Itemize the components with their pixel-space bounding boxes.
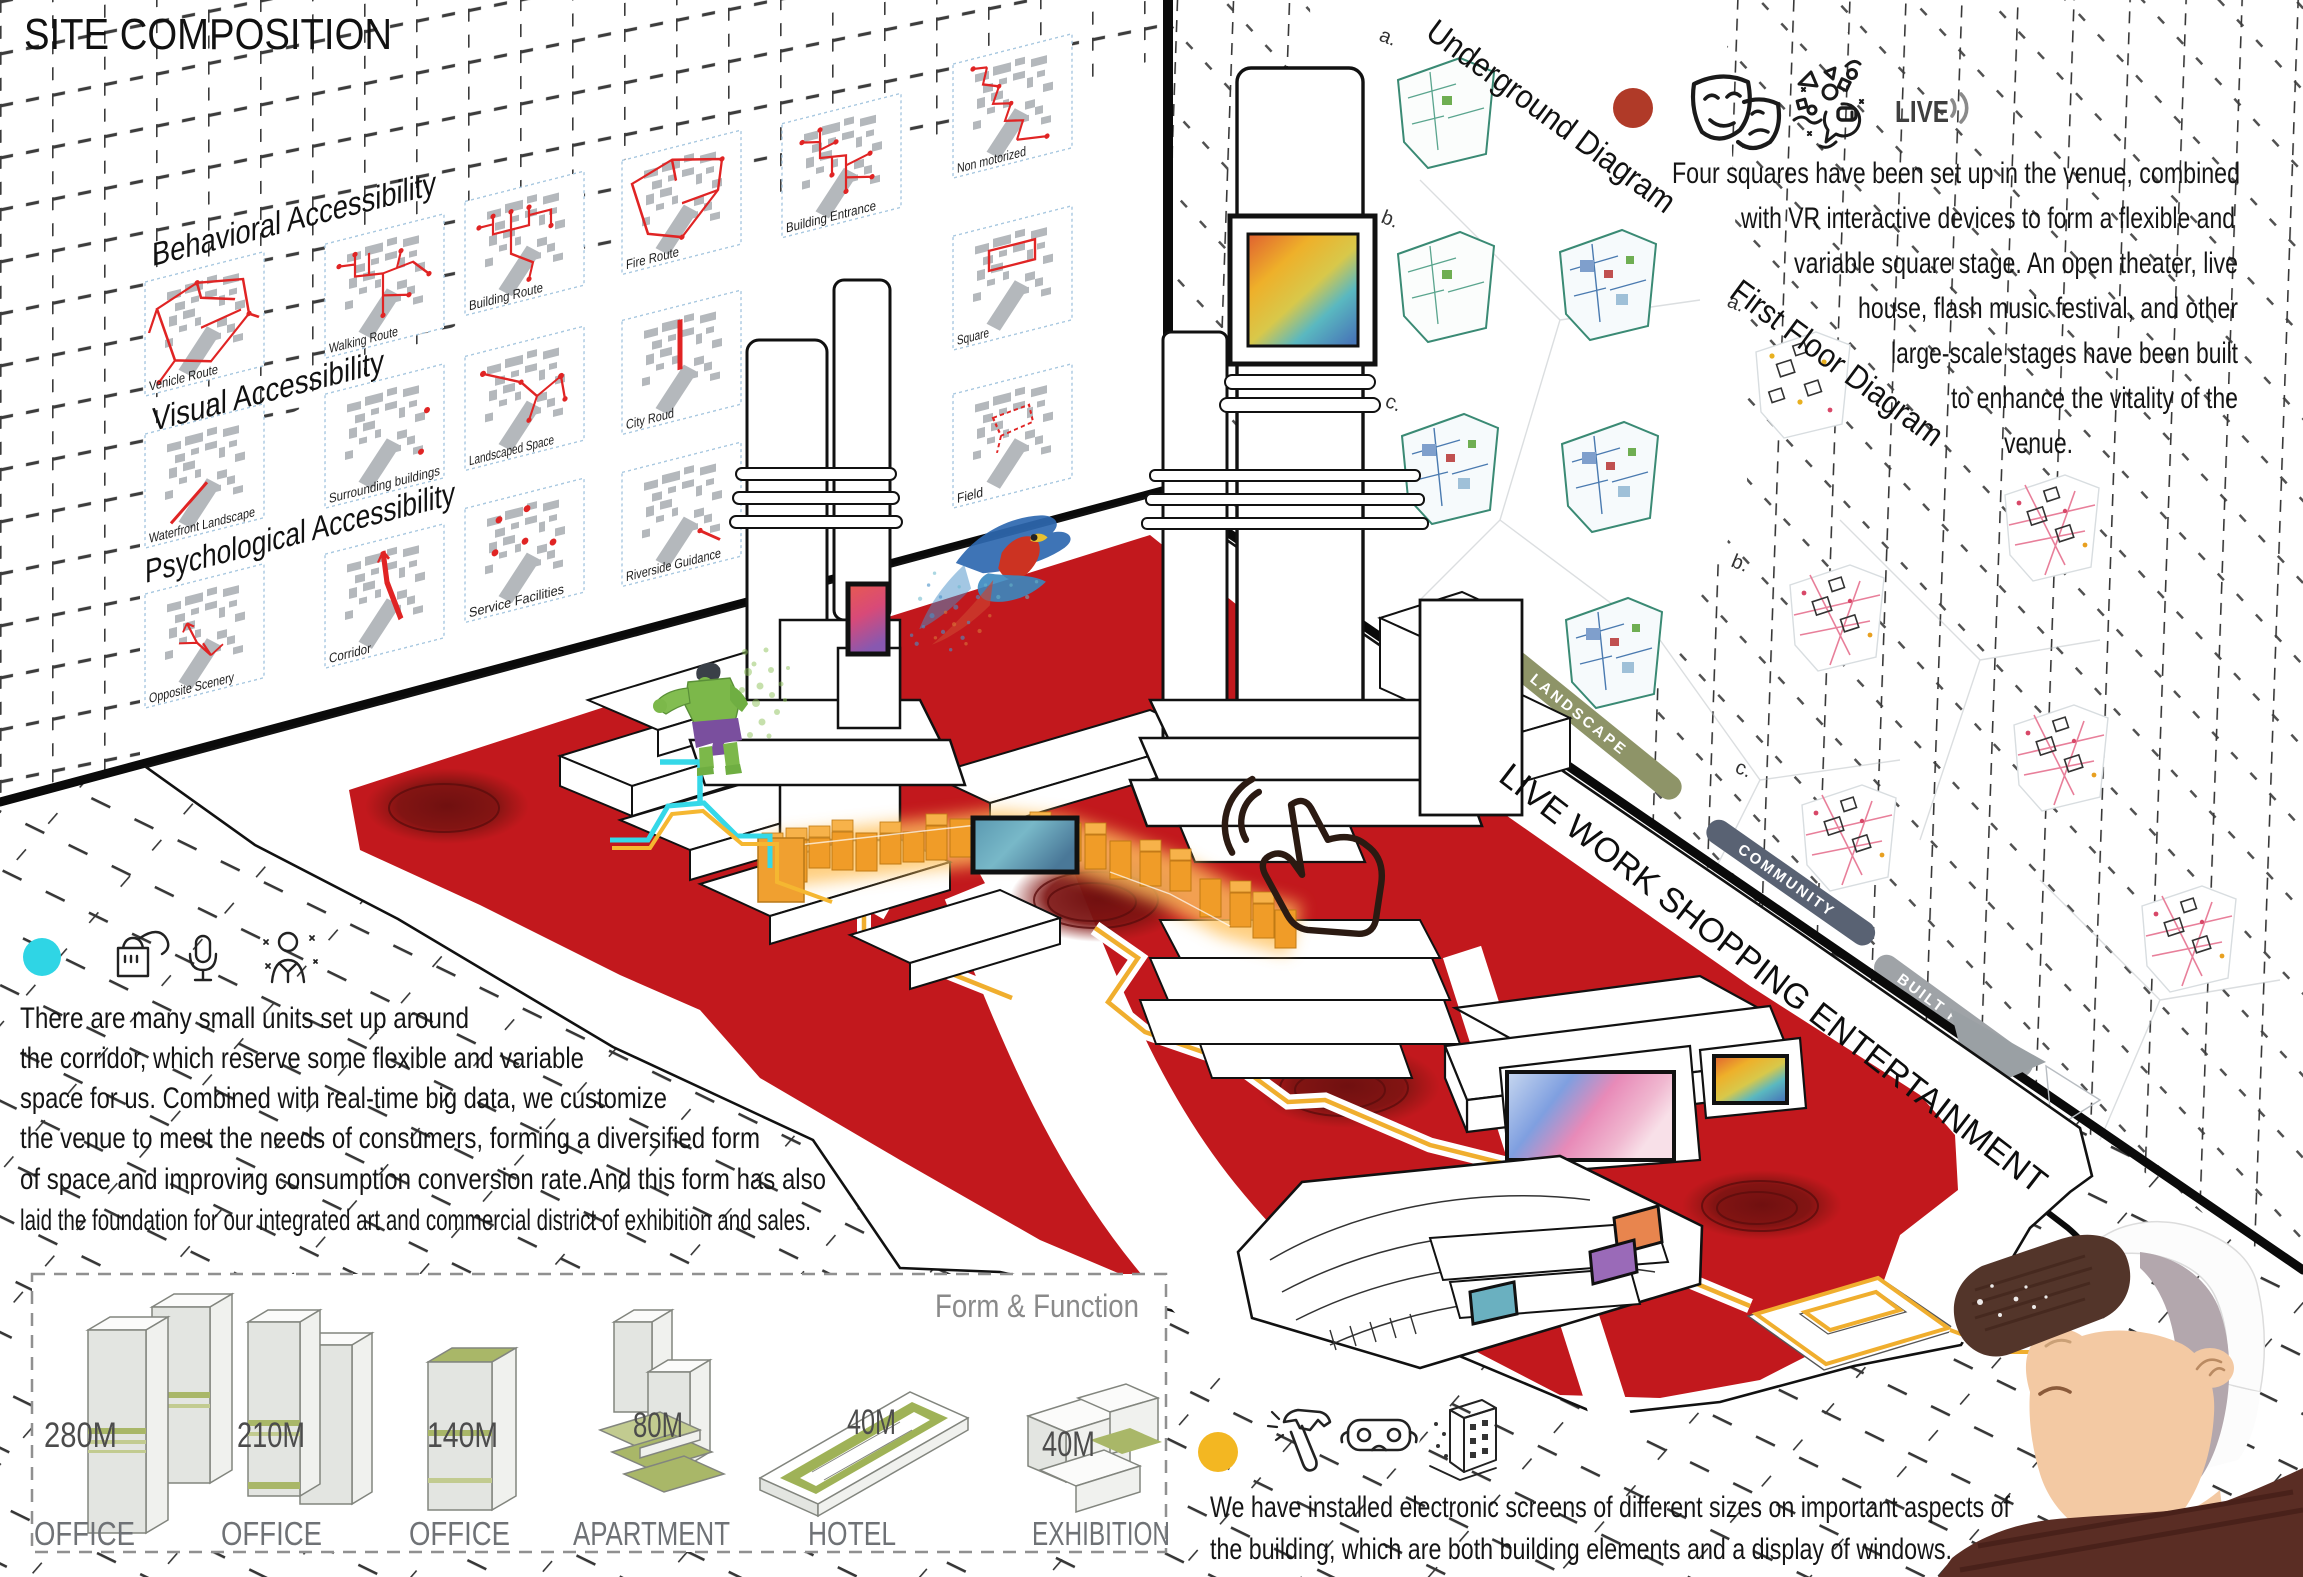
svg-text:venue.: venue. xyxy=(2004,427,2073,460)
svg-text:c.: c. xyxy=(1732,756,1755,782)
svg-text:the building, which are both b: the building, which are both building el… xyxy=(1210,1533,1952,1566)
svg-text:OFFICE: OFFICE xyxy=(34,1515,135,1552)
svg-text:HOTEL: HOTEL xyxy=(808,1515,896,1552)
svg-text:c.: c. xyxy=(1382,390,1405,416)
svg-text:140M: 140M xyxy=(427,1416,498,1455)
svg-text:EXHIBITION: EXHIBITION xyxy=(1032,1515,1170,1552)
svg-text:the corridor, which reserve so: the corridor, which reserve some flexibl… xyxy=(20,1042,584,1075)
svg-text:We have installed electronic s: We have installed electronic screens of … xyxy=(1210,1491,2011,1524)
svg-text:There are many small units set: There are many small units set up around xyxy=(20,1002,469,1035)
svg-text:Four squares have been set up: Four squares have been set up in the ven… xyxy=(1672,157,2240,190)
svg-text:OFFICE: OFFICE xyxy=(221,1515,322,1552)
svg-text:to enhance the vitality of the: to enhance the vitality of the xyxy=(1951,382,2238,415)
svg-text:variable square stage. An open: variable square stage. An open theater, … xyxy=(1794,247,2238,280)
svg-text:the venue to meet the needs of: the venue to meet the needs of consumers… xyxy=(20,1122,760,1155)
svg-text:b.: b. xyxy=(1728,550,1752,577)
svg-text:280M: 280M xyxy=(44,1416,117,1455)
svg-text:a.: a. xyxy=(1724,290,1748,317)
svg-text:80M: 80M xyxy=(633,1406,683,1445)
svg-text:space for us. Combined with re: space for us. Combined with real-time bi… xyxy=(20,1082,667,1115)
svg-text:SITE COMPOSITION: SITE COMPOSITION xyxy=(24,10,392,59)
svg-text:Form & Function: Form & Function xyxy=(935,1288,1139,1324)
svg-text:40M: 40M xyxy=(847,1403,896,1442)
svg-text:210M: 210M xyxy=(237,1416,305,1455)
svg-text:b.: b. xyxy=(1378,206,1402,233)
svg-text:laid the foundation for our in: laid the foundation for our integrated a… xyxy=(20,1204,811,1237)
svg-text:of space and improving consump: of space and improving consumption conve… xyxy=(20,1163,826,1196)
svg-text:LIVE: LIVE xyxy=(1895,94,1949,129)
svg-text:with VR interactive devices to: with VR interactive devices to form a fl… xyxy=(1740,202,2235,235)
svg-text:OFFICE: OFFICE xyxy=(409,1515,510,1552)
svg-text:large-scale stages have been b: large-scale stages have been built xyxy=(1891,337,2238,370)
svg-text:a.: a. xyxy=(1376,24,1400,51)
svg-text:40M: 40M xyxy=(1042,1425,1095,1464)
svg-text:house, flash music festival, a: house, flash music festival, and other xyxy=(1858,292,2238,325)
svg-text:APARTMENT: APARTMENT xyxy=(573,1515,730,1552)
svg-text:Field: Field xyxy=(957,485,983,506)
